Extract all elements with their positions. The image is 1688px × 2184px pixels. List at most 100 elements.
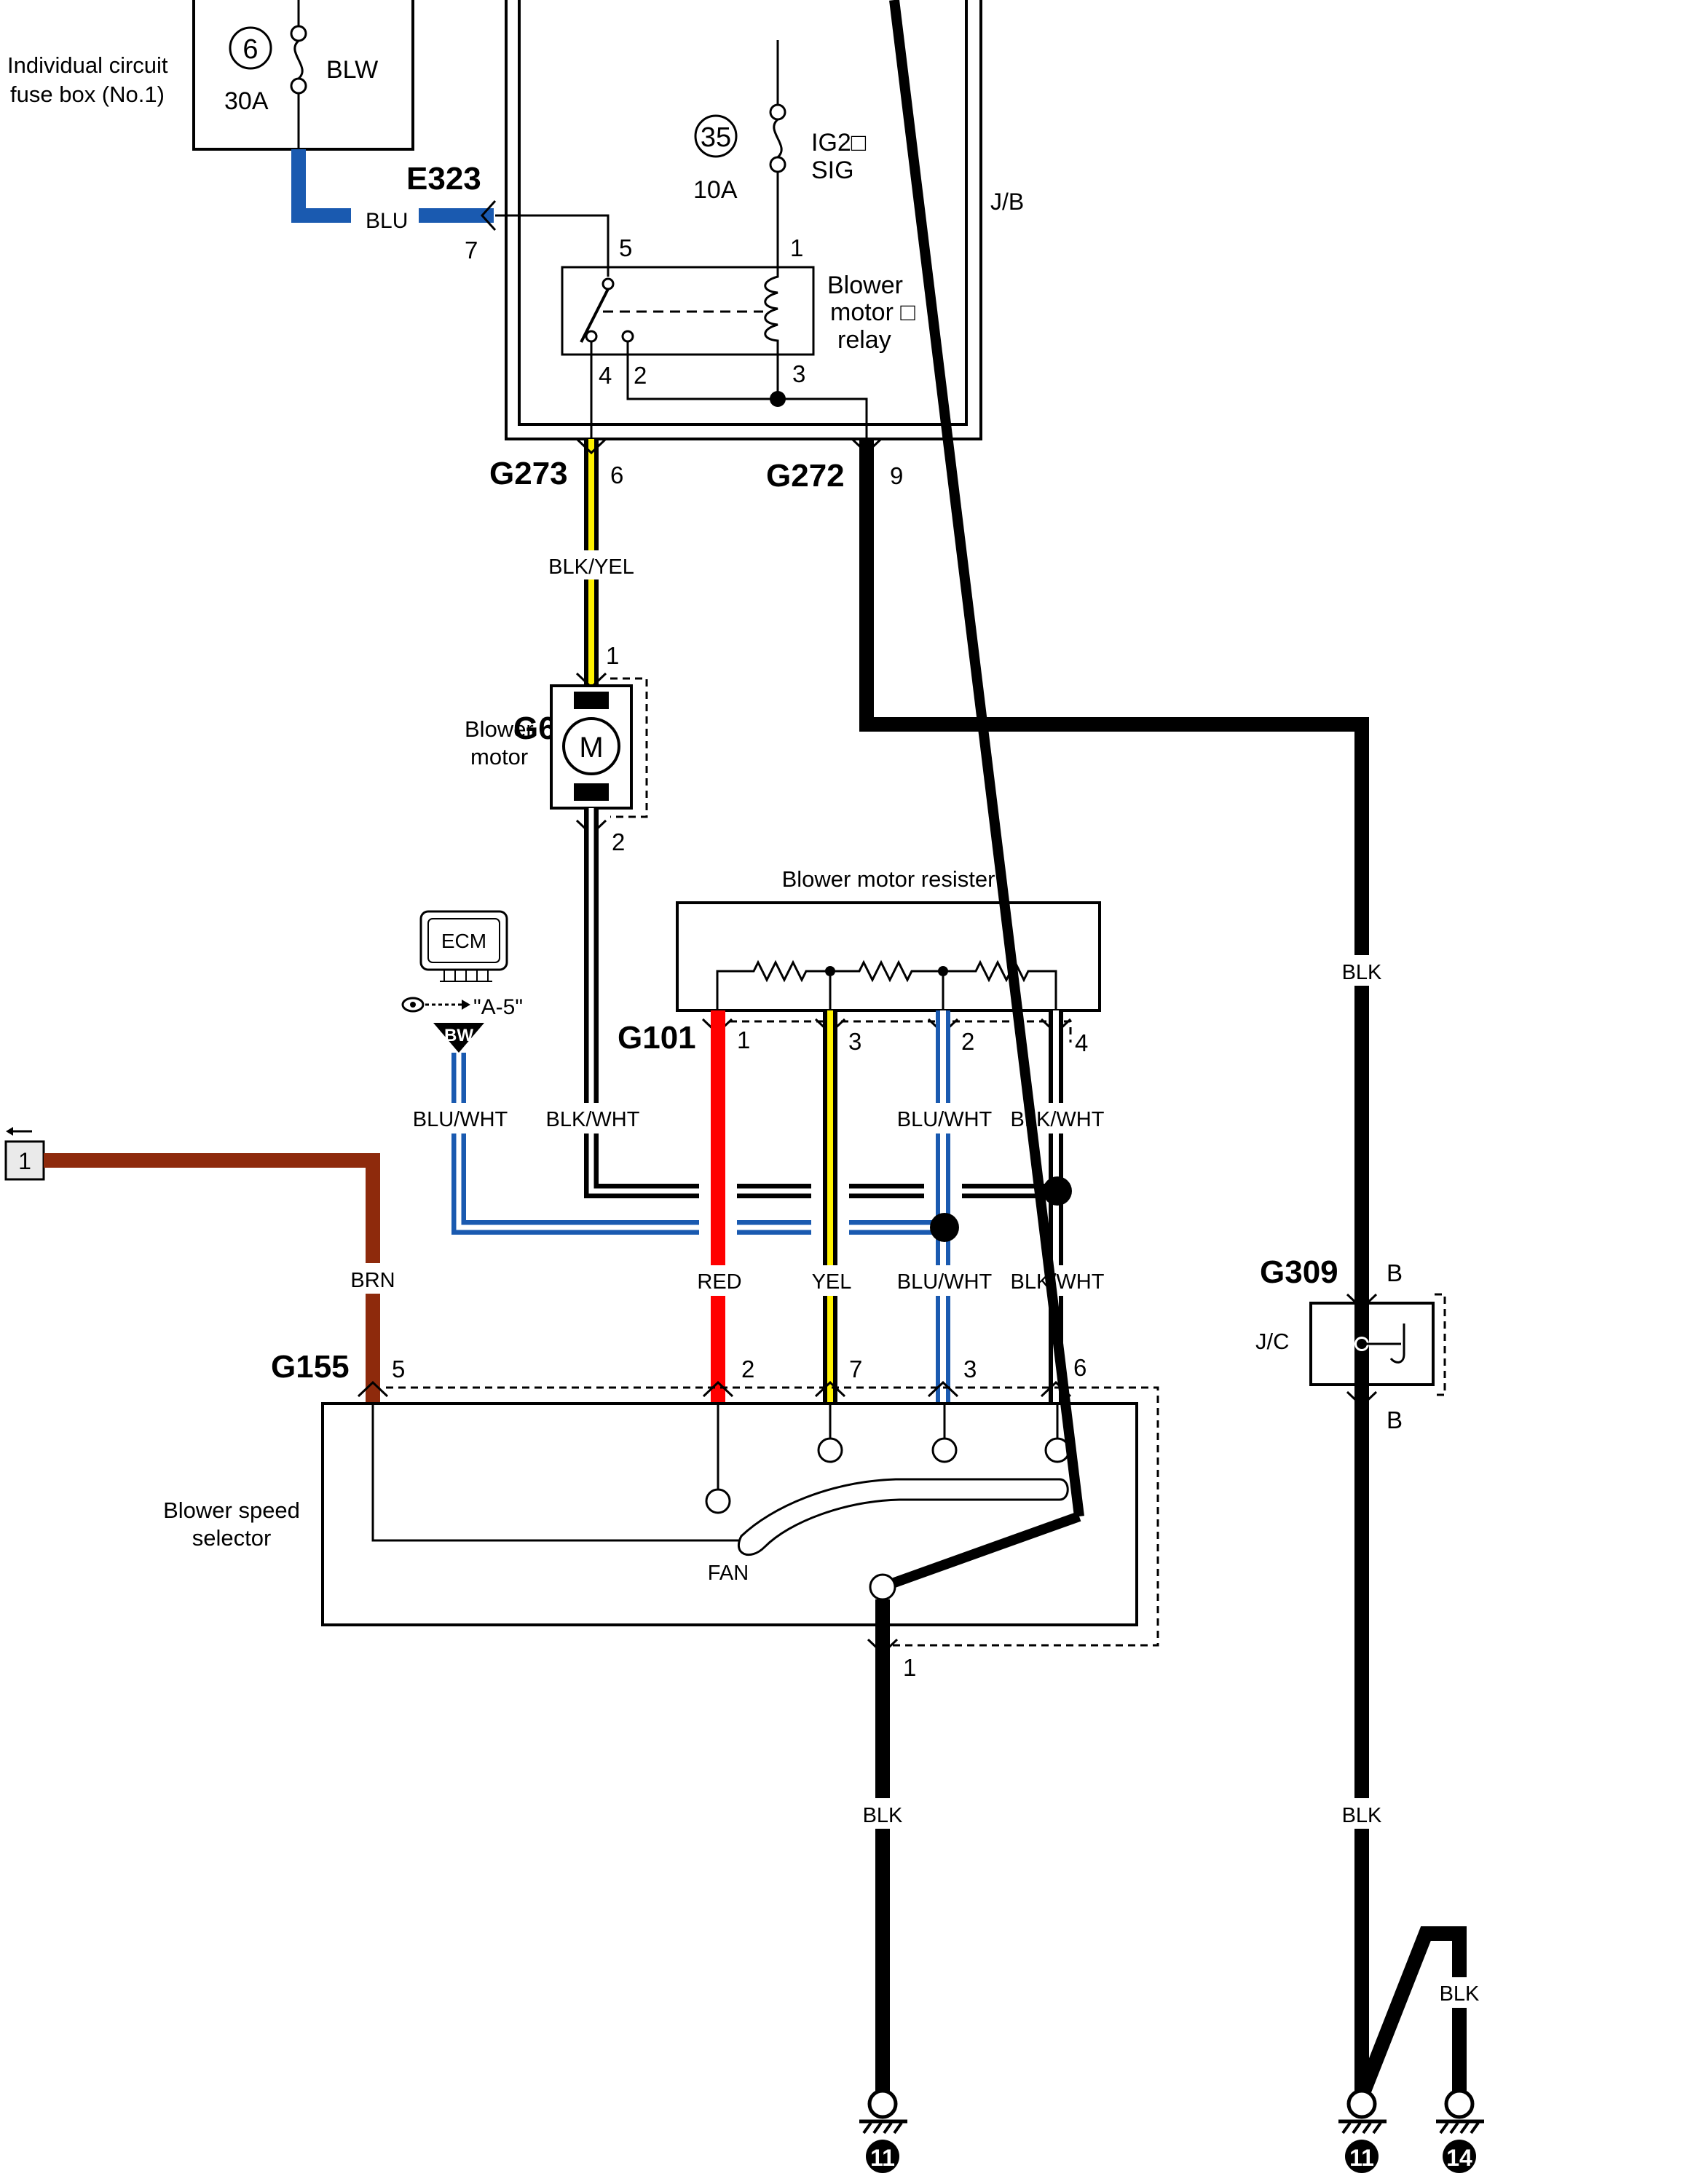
junction-block: J/B (505, 0, 1024, 440)
relay-label-line3: relay (837, 326, 891, 354)
connector-e323-symbol (480, 199, 497, 232)
relay-label-line2: motor □ (830, 298, 915, 326)
relay-pin4: 4 (599, 362, 612, 389)
connector-g61-pin-top: 1 (606, 642, 619, 669)
relay-pin3: 3 (792, 360, 805, 387)
wire-label-blk-right: BLK (1342, 961, 1382, 984)
connector-g155-pin-1: 1 (903, 1654, 916, 1681)
connector-g273-symbol (575, 438, 607, 455)
wire-label-sel-ground-blk: BLK (863, 1804, 903, 1827)
wire-label-motor-blk-wht: BLK/WHT (546, 1108, 640, 1131)
wire-label-blk-yel: BLK/YEL (548, 555, 634, 579)
connector-g101-name: G101 (618, 1020, 696, 1056)
selector-switch-label: FAN (708, 1562, 749, 1585)
connector-g309-label: J/C (1255, 1329, 1290, 1354)
selector-pivot (869, 1573, 896, 1601)
wire-motor-blk-wht: BLK/WHT (545, 808, 1057, 1198)
connector-g155-pin-3: 3 (963, 1356, 977, 1382)
fuse-35-symbol (769, 40, 786, 268)
wire-label-right-lower-blk: BLK (1342, 1804, 1382, 1827)
connector-g155-pin-5: 5 (392, 1356, 405, 1382)
relay-pin5-wire (495, 214, 610, 277)
ground-mid: 11 (1338, 2089, 1387, 2173)
selector-label-line1: Blower speed (163, 1497, 300, 1523)
off-page-ref-number: 1 (18, 1148, 31, 1174)
ecm-label: ECM (441, 930, 486, 952)
resister-label: Blower motor resister (782, 866, 995, 892)
connector-g272-name: G272 (766, 458, 845, 494)
ground-left-number: 11 (870, 2145, 895, 2171)
selector-label-line2: selector (192, 1525, 272, 1551)
blower-motor-label-line2: motor (470, 744, 528, 769)
connector-g309: G309 B B J/C (1255, 1254, 1446, 1433)
junction-dot-blu-wht (930, 1213, 959, 1242)
connector-g101-pin-4: 4 (1075, 1029, 1088, 1056)
ground-right: 14 (1436, 2089, 1484, 2173)
wire-ecm-blu-wht: BLU/WHT (412, 1053, 943, 1235)
connector-g155-pin-7: 7 (849, 1356, 862, 1382)
relay-pin2: 2 (634, 362, 647, 389)
wire-label-ecm-blu-wht: BLU/WHT (413, 1108, 508, 1131)
wire-red: RED (697, 1010, 742, 1404)
fuse-box-no1: Individual circuit fuse box (No.1) 6 BLW… (7, 0, 414, 151)
wire-label-res-blu-wht: BLU/WHT (897, 1108, 993, 1131)
relay-label-line1: Blower (827, 272, 903, 299)
blower-motor-resister: Blower motor resister (676, 866, 1101, 1012)
ecm-ref: "A-5" (473, 995, 523, 1019)
wire-label-ground14-blk: BLK (1440, 1982, 1480, 2006)
fuse-35-rating: 10A (693, 176, 738, 204)
relay-junction-dot (770, 391, 786, 407)
connector-g272-symbol (851, 438, 883, 455)
connector-g101-pin-3: 3 (848, 1028, 861, 1055)
wire-label-brn: BRN (350, 1269, 395, 1292)
wire-res-blu-wht: BLU/WHT BLU/WHT (897, 1010, 993, 1404)
connector-g309-pin-top: B (1387, 1259, 1403, 1286)
connector-g155-name: G155 (271, 1349, 350, 1385)
wire-label-blu: BLU (366, 209, 408, 233)
fuse-number: 6 (242, 34, 258, 65)
fuse-35-number-circle (694, 114, 738, 158)
relay-pin5: 5 (619, 234, 632, 261)
ecm-terminal-marker (433, 1023, 484, 1053)
connector-g155-pin-6: 6 (1073, 1354, 1086, 1381)
fuse-box-label-line1: Individual circuit (7, 52, 168, 78)
wire-label-red: RED (697, 1270, 741, 1294)
connector-g273-pin: 6 (610, 462, 623, 488)
connector-g272-pin: 9 (890, 462, 903, 489)
junction-dot-blk-wht (1043, 1176, 1072, 1206)
eye-icon (401, 997, 425, 1013)
fuse-35-number: 35 (701, 122, 731, 153)
connector-e323-pin: 7 (465, 237, 478, 264)
wire-label-yel: YEL (812, 1270, 852, 1294)
wire-ground14-blk: BLK (1354, 1926, 1483, 2100)
connector-g101-pin-2: 2 (961, 1028, 974, 1055)
wire-blk-right: BLK (859, 439, 1384, 2097)
relay-pin1: 1 (790, 234, 803, 261)
blower-speed-selector: Blower speed selector FAN (163, 0, 1138, 1626)
connector-g61-pin-bottom: 2 (612, 828, 625, 855)
blower-motor-relay: Blower motor □ relay 5 1 4 2 3 (495, 214, 915, 439)
ecm: ECM "A-5" BW (401, 910, 523, 1053)
blower-motor: G61 1 2 M Blower motor (465, 642, 648, 855)
wire-label-sel-blu-wht: BLU/WHT (897, 1270, 993, 1294)
selector-switch-arm (892, 1511, 1081, 1588)
ecm-terminal: BW (444, 1026, 473, 1045)
jb-label: J/B (990, 189, 1024, 215)
fuse-box-label-line2: fuse box (No.1) (10, 82, 165, 107)
wire-res-blk-wht: BLK/WHT BLK/WHT (1011, 1010, 1105, 1404)
wire-label-res-blk-wht: BLK/WHT (1011, 1108, 1105, 1131)
off-page-ref: 1 (4, 1127, 45, 1181)
wire-brn: BRN (44, 1153, 398, 1404)
blower-motor-label-line1: Blower (465, 716, 534, 742)
fuse-35: 35 10A IG2□ SIG (693, 40, 867, 268)
fuse-number-circle (229, 26, 272, 70)
motor-symbol-label: M (579, 732, 603, 764)
fuse-35-name-line2: SIG (811, 157, 854, 184)
ground-left: 11 (859, 2089, 907, 2173)
fuse-name: BLW (326, 56, 378, 84)
connector-g309-name: G309 (1260, 1254, 1338, 1290)
ground-right-number: 14 (1446, 2145, 1472, 2171)
connector-g101-pin-1: 1 (737, 1026, 750, 1053)
fuse-35-name-line1: IG2□ (811, 129, 867, 157)
